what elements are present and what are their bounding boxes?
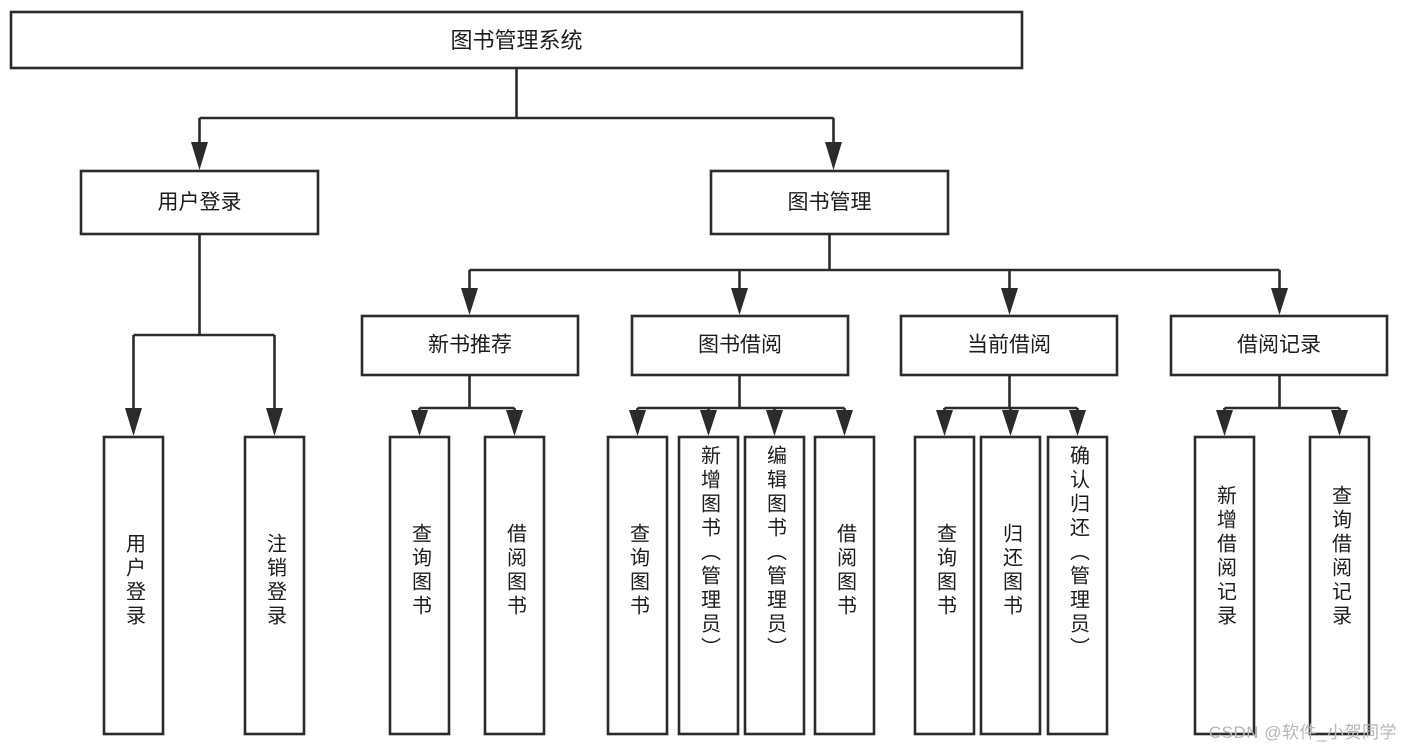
leaf-box-query-book-3[interactable] [913, 435, 976, 736]
leaf-box-logout[interactable] [243, 435, 306, 736]
leaf-boxes [102, 435, 1371, 736]
connector-bookborrow-to-leaves [629, 375, 853, 436]
leaf-box-borrow-book-1[interactable] [483, 435, 546, 736]
leaf-box-edit-book[interactable] [743, 435, 806, 736]
leaf-box-borrow-book-2[interactable] [813, 435, 876, 736]
connector-bookmanage-to-level3 [461, 234, 1288, 315]
leaf-box-query-book-1[interactable] [388, 435, 451, 736]
node-book-borrow-label: 图书借阅 [698, 334, 782, 357]
leaf-box-confirm-return[interactable] [1046, 435, 1109, 736]
node-book-manage[interactable]: 图书管理 [709, 169, 950, 236]
leaf-box-user-login[interactable] [102, 435, 165, 736]
node-borrow-record-label: 借阅记录 [1237, 334, 1321, 357]
connector-currentborrow-to-leaves [936, 375, 1086, 436]
connector-newbook-to-leaves [411, 375, 523, 436]
node-book-borrow[interactable]: 图书借阅 [630, 314, 850, 377]
node-user-login-label: 用户登录 [158, 191, 242, 214]
leaf-box-query-record[interactable] [1308, 435, 1371, 736]
node-new-book-rec[interactable]: 新书推荐 [360, 314, 580, 377]
node-current-borrow[interactable]: 当前借阅 [899, 314, 1119, 377]
node-new-book-rec-label: 新书推荐 [428, 334, 512, 357]
connector-root-to-level2 [191, 68, 842, 170]
watermark-text: CSDN @软件_小贺同学 [1208, 723, 1397, 742]
node-current-borrow-label: 当前借阅 [967, 334, 1051, 357]
node-root[interactable]: 图书管理系统 [9, 10, 1024, 70]
node-borrow-record[interactable]: 借阅记录 [1169, 314, 1389, 377]
node-user-login[interactable]: 用户登录 [79, 169, 320, 236]
node-book-manage-label: 图书管理 [788, 191, 872, 214]
leaf-box-query-book-2[interactable] [606, 435, 669, 736]
leaf-box-add-book[interactable] [677, 435, 740, 736]
connector-userlogin-to-leaves [125, 234, 283, 436]
leaf-box-add-record[interactable] [1193, 435, 1256, 736]
leaf-box-return-book[interactable] [979, 435, 1042, 736]
node-root-label: 图书管理系统 [450, 28, 582, 53]
connector-borrowrecord-to-leaves [1216, 375, 1348, 436]
